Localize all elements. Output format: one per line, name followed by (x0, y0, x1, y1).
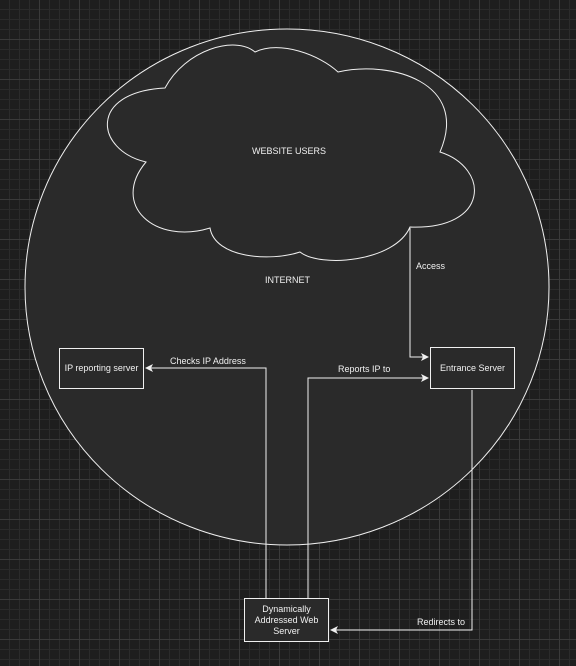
edge-reports-ip (307, 374, 429, 598)
ip-reporting-server-label: IP reporting server (64, 363, 139, 373)
edge-label-access: Access (416, 261, 446, 271)
web-server-node[interactable]: Dynamically Addressed Web Server (244, 598, 329, 642)
edge-label-reports-ip: Reports IP to (338, 364, 391, 374)
ip-reporting-server-node[interactable]: IP reporting server (59, 348, 144, 389)
website-users-label: WEBSITE USERS (252, 146, 327, 156)
web-server-label: Dynamically Addressed Web Server (254, 603, 319, 636)
entrance-server-node[interactable]: Entrance Server (430, 347, 515, 389)
edge-label-checks-ip: Checks IP Address (170, 356, 246, 366)
edge-checks-ip (145, 364, 267, 598)
edge-label-redirects: Redirects to (417, 617, 466, 627)
internet-label: INTERNET (265, 275, 310, 285)
entrance-server-label: Entrance Server (439, 362, 506, 373)
website-users-cloud[interactable] (107, 44, 475, 261)
edge-redirects (330, 390, 473, 634)
edge-access (409, 228, 429, 361)
